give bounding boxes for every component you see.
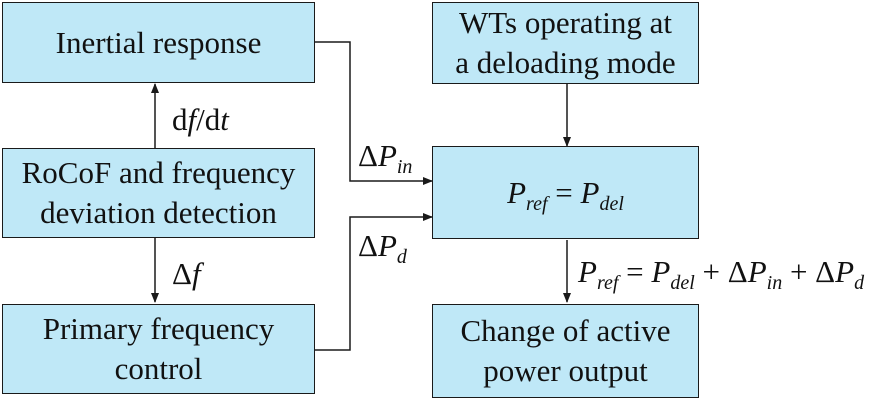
rocof-detection-box: RoCoF and frequency deviation detection (2, 148, 315, 238)
arrow-inertial-to-pref (315, 41, 433, 185)
wts-deloading-box: WTs operating at a deloading mode (432, 2, 699, 84)
delta-f-label: Δf (172, 256, 201, 291)
inertial-response-text: Inertial response (55, 24, 262, 60)
primary-frequency-box: Primary frequency control (2, 304, 315, 394)
rocof-text-line2: deviation detection (40, 195, 277, 230)
change-text-line1: Change of active (460, 313, 671, 348)
change-text-line2: power output (483, 353, 648, 388)
pref-equation: Pref = Pdel (507, 174, 624, 215)
inertial-response-box: Inertial response (2, 2, 315, 83)
primary-text-line2: control (114, 351, 203, 386)
wts-text-line2: a deloading mode (455, 45, 676, 80)
primary-text-line1: Primary frequency (42, 311, 275, 346)
dfdt-label: df/dt (172, 102, 229, 137)
change-output-box: Change of active power output (432, 304, 699, 398)
arrow-primary-to-pref (315, 213, 433, 351)
rocof-text-line1: RoCoF and frequency (21, 155, 296, 190)
delta-p-in-label: ΔPin (358, 138, 413, 178)
pref-box: Pref = Pdel (432, 146, 699, 239)
delta-p-d-label: ΔPd (358, 228, 407, 268)
wts-text-line1: WTs operating at (458, 5, 673, 40)
pref-sum-label: Pref = Pdel + ΔPin + ΔPd (578, 254, 865, 294)
